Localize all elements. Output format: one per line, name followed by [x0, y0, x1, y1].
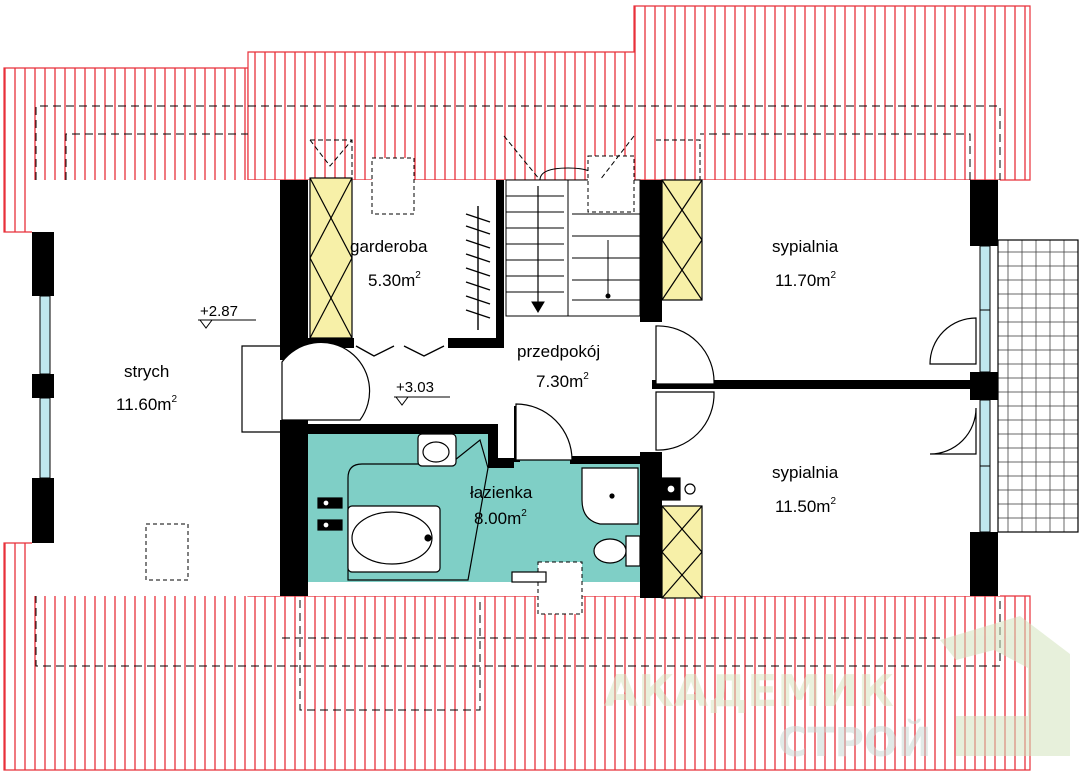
przedpokoj-area: 7.30m2 [536, 371, 589, 391]
closets [309, 177, 703, 599]
watermark-line2: СТРОЙ [778, 718, 931, 766]
svg-text:+2.87: +2.87 [200, 303, 238, 320]
strych-area: 11.60m2 [116, 394, 177, 414]
watermark-line1: АКАДЕМИК [604, 666, 894, 717]
roof-window-lines [309, 135, 701, 181]
przedpokoj-name: przedpokój [517, 342, 600, 361]
windows [39, 245, 991, 533]
roof-top [247, 5, 1031, 181]
sypialnia-upper-area: 11.70m2 [775, 270, 836, 290]
sypialnia-lower-area: 11.50m2 [775, 496, 836, 516]
skylights [145, 155, 635, 615]
wardrobe-rail [355, 206, 491, 357]
garderoba-area: 5.30m2 [368, 270, 421, 290]
bathroom-fixtures [317, 433, 696, 583]
staircase [505, 167, 641, 317]
watermark-logo-icon [940, 616, 1070, 756]
sypialnia-upper-name: sypialnia [772, 237, 839, 256]
level-marker-attic: +2.87 [198, 303, 256, 329]
watermark: АКАДЕМИК СТРОЙ [604, 616, 1070, 766]
walls [32, 180, 998, 598]
balcony-tiles [997, 239, 1079, 533]
sypialnia-lower-name: sypialnia [772, 463, 839, 482]
lazienka-name: łazienka [470, 483, 533, 502]
strych-name: strych [124, 362, 169, 381]
attic-floor [32, 232, 282, 543]
garderoba-name: garderoba [350, 237, 428, 256]
door-swings [241, 317, 977, 461]
svg-text:+3.03: +3.03 [396, 379, 434, 396]
lazienka-area: 8.00m2 [474, 508, 527, 528]
level-marker-hall: +3.03 [394, 379, 450, 406]
room-labels: garderoba 5.30m2 sypialnia 11.70m2 przed… [116, 237, 839, 528]
